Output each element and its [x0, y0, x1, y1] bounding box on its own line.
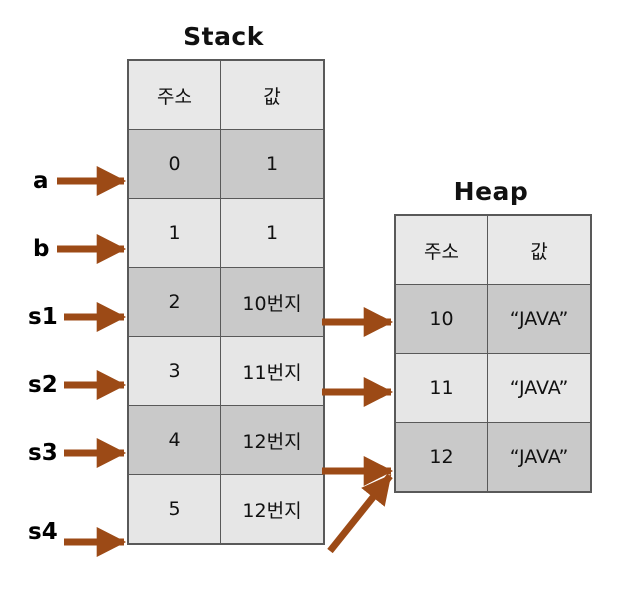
- variable-label-s1: s1: [28, 304, 58, 330]
- stack-cell-address: 4: [127, 405, 221, 475]
- stack-cell-value: 10번지: [220, 267, 325, 337]
- heap-header-row: 주소 값: [394, 214, 592, 285]
- stack-row-s3: 4 12번지: [127, 405, 325, 475]
- stack-cell-address: 0: [127, 129, 221, 199]
- stack-table: 주소 값 0 1 1 1 2 10번지 3 11번지 4 12번지: [127, 59, 325, 545]
- heap-row-10: 10 “JAVA”: [394, 284, 592, 354]
- arrow-s4-to-heap-12: [327, 473, 393, 554]
- stack-cell-address: 5: [127, 474, 221, 545]
- heap-cell-address: 11: [394, 353, 488, 423]
- stack-title: Stack: [183, 22, 264, 51]
- heap-cell-address: 10: [394, 284, 488, 354]
- variable-label-b: b: [33, 236, 50, 262]
- stack-header-value: 값: [220, 59, 325, 130]
- stack-cell-address: 3: [127, 336, 221, 406]
- heap-cell-value: “JAVA”: [487, 422, 592, 493]
- stack-cell-address: 1: [127, 198, 221, 268]
- stack-header-address: 주소: [127, 59, 221, 130]
- stack-row-s1: 2 10번지: [127, 267, 325, 337]
- variable-label-a: a: [33, 168, 49, 194]
- stack-row-a: 0 1: [127, 129, 325, 199]
- heap-table: 주소 값 10 “JAVA” 11 “JAVA” 12 “JAVA”: [394, 214, 592, 493]
- stack-cell-value: 12번지: [220, 405, 325, 475]
- heap-row-12: 12 “JAVA”: [394, 422, 592, 493]
- stack-cell-value: 1: [220, 129, 325, 199]
- stack-cell-address: 2: [127, 267, 221, 337]
- variable-label-s3: s3: [28, 440, 58, 466]
- stack-row-s2: 3 11번지: [127, 336, 325, 406]
- heap-title: Heap: [453, 177, 529, 206]
- heap-cell-value: “JAVA”: [487, 353, 592, 423]
- heap-header-value: 값: [487, 214, 592, 285]
- heap-cell-address: 12: [394, 422, 488, 493]
- variable-label-s4: s4: [28, 519, 58, 545]
- heap-row-11: 11 “JAVA”: [394, 353, 592, 423]
- variable-label-s2: s2: [28, 372, 58, 398]
- stack-cell-value: 1: [220, 198, 325, 268]
- stack-header-row: 주소 값: [127, 59, 325, 130]
- heap-cell-value: “JAVA”: [487, 284, 592, 354]
- stack-cell-value: 12번지: [220, 474, 325, 545]
- stack-row-s4: 5 12번지: [127, 474, 325, 545]
- stack-row-b: 1 1: [127, 198, 325, 268]
- heap-header-address: 주소: [394, 214, 488, 285]
- stack-cell-value: 11번지: [220, 336, 325, 406]
